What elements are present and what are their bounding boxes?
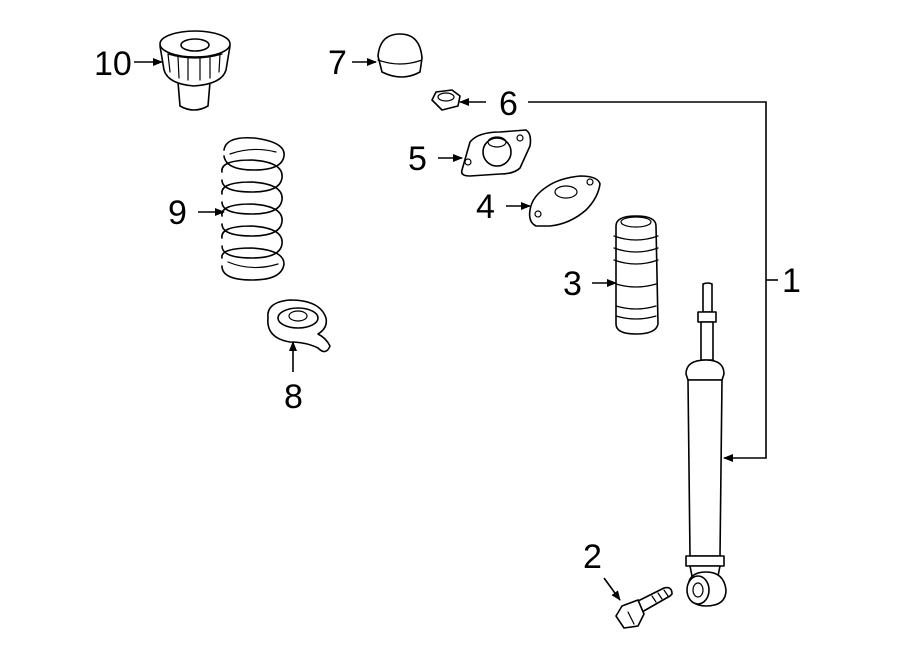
part-2-bolt[interactable]	[615, 586, 673, 629]
callout-3: 3	[563, 265, 582, 303]
callouts: 10 7 6 5 4 3 1 9 8 2	[94, 44, 801, 576]
part-7-cap[interactable]	[377, 33, 423, 78]
callout-2: 2	[583, 538, 602, 576]
part-8-spring-seat[interactable]	[267, 299, 331, 353]
part-10-bump-stop[interactable]	[159, 30, 231, 111]
part-5-upper-mount[interactable]	[460, 129, 532, 177]
part-4-mount-plate[interactable]	[528, 175, 601, 227]
leader-2	[603, 577, 621, 601]
callout-6: 6	[499, 85, 518, 123]
callout-7: 7	[328, 44, 347, 82]
callout-10: 10	[94, 45, 132, 83]
part-9-coil-spring[interactable]	[221, 136, 285, 281]
part-6-nut[interactable]	[431, 89, 461, 111]
callout-9: 9	[168, 194, 187, 232]
leader-lines	[134, 58, 778, 601]
callout-5: 5	[408, 140, 427, 178]
callout-4: 4	[476, 188, 495, 226]
part-3-dust-boot[interactable]	[613, 215, 659, 335]
part-1-shock-absorber[interactable]	[685, 282, 727, 607]
callout-1: 1	[782, 262, 801, 300]
callout-8: 8	[284, 378, 303, 416]
